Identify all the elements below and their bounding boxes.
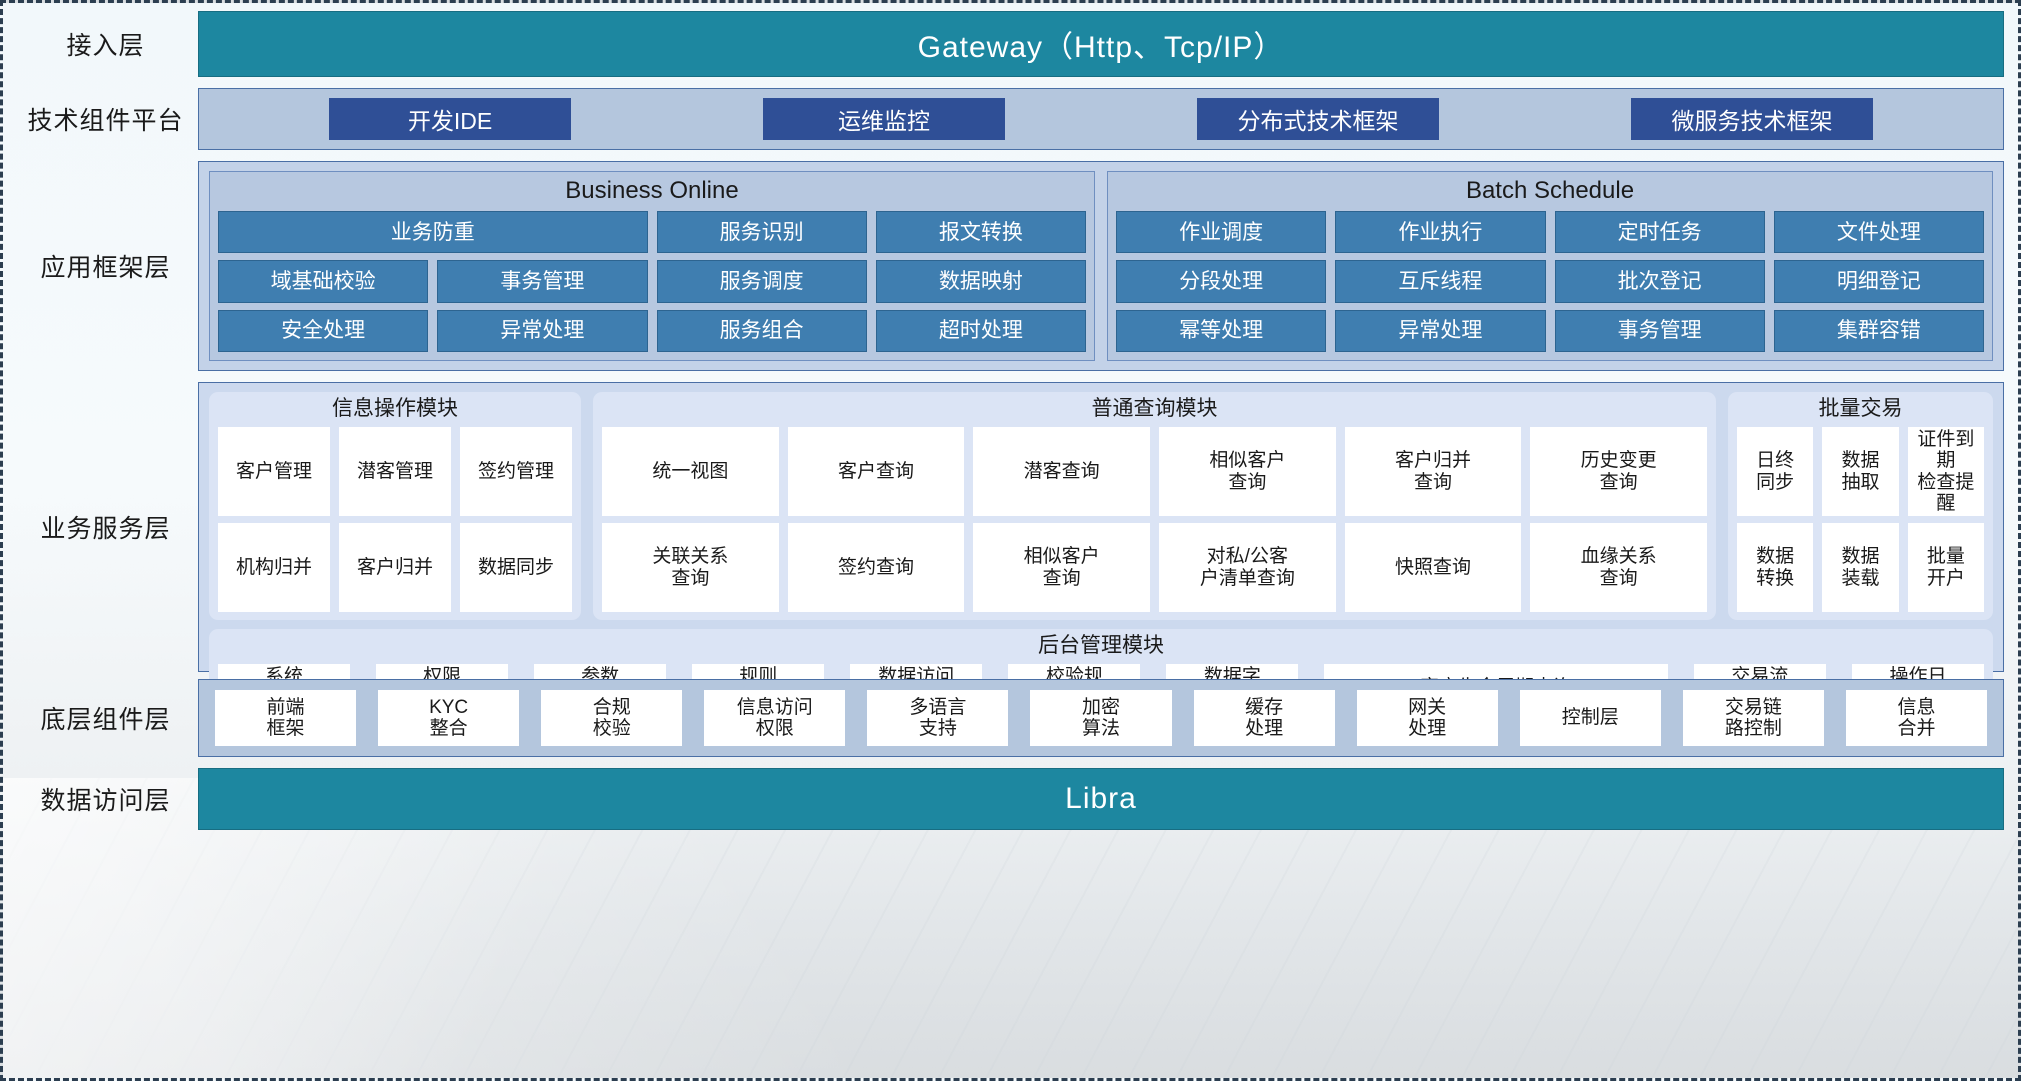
layer-business-service: 业务服务层 信息操作模块 客户管理 潜客管理 签约管理 机构归并 客户归并 数据… (13, 382, 2004, 719)
app-chip-bo-2[interactable]: 报文转换 (875, 211, 1086, 254)
app-chip-bs-11[interactable]: 集群容错 (1773, 309, 1984, 352)
app-chip-bo-6[interactable]: 数据映射 (875, 260, 1086, 303)
layer-label-bottom-component: 底层组件层 (40, 706, 171, 734)
app-chip-bo-7[interactable]: 安全处理 (218, 309, 429, 352)
component-chip-9[interactable]: 交易链路控制 (1682, 690, 1824, 746)
layer-label-business-service: 业务服务层 (40, 515, 171, 543)
service-chip-query-5[interactable]: 历史变更查询 (1530, 427, 1707, 517)
layer-tech-platform: 技术组件平台 开发IDE 运维监控 分布式技术框架 微服务技术框架 (13, 88, 2004, 150)
service-chip-batch-3[interactable]: 数据转换 (1737, 523, 1814, 613)
service-chip-batch-1[interactable]: 数据抽取 (1822, 427, 1899, 517)
component-chip-10[interactable]: 信息合并 (1845, 690, 1987, 746)
service-chip-info-1[interactable]: 潜客管理 (339, 427, 451, 517)
application-framework-panel: Business Online 业务防重 服务识别 报文转换 域基础校验 事务管… (198, 161, 2004, 371)
service-chip-batch-5[interactable]: 批量开户 (1907, 523, 1984, 613)
app-chip-bo-8[interactable]: 异常处理 (437, 309, 648, 352)
app-chip-bs-1[interactable]: 作业执行 (1335, 211, 1546, 254)
app-chip-bs-4[interactable]: 分段处理 (1116, 260, 1327, 303)
service-card-title-admin-module: 后台管理模块 (1038, 634, 1164, 658)
app-chip-bs-6[interactable]: 批次登记 (1554, 260, 1765, 303)
service-chip-query-3[interactable]: 相似客户查询 (1159, 427, 1336, 517)
service-chip-query-9[interactable]: 对私/公客户清单查询 (1159, 523, 1336, 613)
app-chip-bo-4[interactable]: 事务管理 (437, 260, 648, 303)
layer-label-application-framework: 应用框架层 (40, 254, 171, 282)
libra-bar[interactable]: Libra (198, 768, 2004, 830)
service-chip-query-1[interactable]: 客户查询 (787, 427, 965, 517)
app-grid-batch-schedule: 作业调度 作业执行 定时任务 文件处理 分段处理 互斥线程 批次登记 明细登记 … (1116, 211, 1984, 352)
app-chip-bs-10[interactable]: 事务管理 (1554, 309, 1765, 352)
app-group-title-business-online: Business Online (565, 177, 739, 204)
tech-platform-panel: 开发IDE 运维监控 分布式技术框架 微服务技术框架 (198, 88, 2004, 150)
app-group-business-online: Business Online 业务防重 服务识别 报文转换 域基础校验 事务管… (209, 171, 1095, 361)
service-chip-query-8[interactable]: 相似客户查询 (973, 523, 1150, 613)
component-chip-3[interactable]: 信息访问权限 (704, 690, 846, 746)
tech-chip-ops-monitoring[interactable]: 运维监控 (763, 98, 1005, 140)
layer-access: 接入层 Gateway（Http、Tcp/IP） (13, 11, 2004, 77)
component-chip-8[interactable]: 控制层 (1519, 690, 1661, 746)
gateway-bar[interactable]: Gateway（Http、Tcp/IP） (198, 11, 2004, 77)
tech-chip-dev-ide[interactable]: 开发IDE (329, 98, 571, 140)
service-chip-batch-2[interactable]: 证件到期检查提醒 (1907, 427, 1984, 517)
service-chip-info-2[interactable]: 签约管理 (460, 427, 572, 517)
component-chip-0[interactable]: 前端框架 (215, 690, 357, 746)
component-chip-5[interactable]: 加密算法 (1030, 690, 1172, 746)
app-group-title-batch-schedule: Batch Schedule (1465, 177, 1635, 204)
component-chip-2[interactable]: 合规校验 (541, 690, 683, 746)
service-grid-common-query: 统一视图 客户查询 潜客查询 相似客户查询 客户归并查询 历史变更查询 关联关系… (602, 427, 1707, 613)
service-chip-batch-0[interactable]: 日终同步 (1737, 427, 1814, 517)
component-chip-7[interactable]: 网关处理 (1356, 690, 1498, 746)
service-chip-query-0[interactable]: 统一视图 (602, 427, 779, 517)
service-chip-info-0[interactable]: 客户管理 (218, 427, 330, 517)
component-chip-6[interactable]: 缓存处理 (1193, 690, 1335, 746)
service-chip-info-5[interactable]: 数据同步 (460, 523, 572, 613)
app-chip-bo-9[interactable]: 服务组合 (656, 309, 867, 352)
service-card-batch-transaction: 批量交易 日终同步 数据抽取 证件到期检查提醒 数据转换 数据装载 批量开户 (1728, 392, 1993, 621)
app-chip-bs-8[interactable]: 幂等处理 (1116, 309, 1327, 352)
app-chip-bo-3[interactable]: 域基础校验 (218, 260, 429, 303)
app-chip-bs-2[interactable]: 定时任务 (1554, 211, 1765, 254)
app-chip-bo-0[interactable]: 业务防重 (218, 211, 648, 254)
app-chip-bs-3[interactable]: 文件处理 (1773, 211, 1984, 254)
app-chip-bo-1[interactable]: 服务识别 (656, 211, 867, 254)
service-chip-info-3[interactable]: 机构归并 (218, 523, 330, 613)
app-chip-bo-10[interactable]: 超时处理 (875, 309, 1086, 352)
layer-application-framework: 应用框架层 Business Online 业务防重 服务识别 报文转换 域基础… (13, 161, 2004, 371)
service-chip-query-4[interactable]: 客户归并查询 (1344, 427, 1522, 517)
service-chip-query-6[interactable]: 关联关系查询 (602, 523, 779, 613)
service-card-common-query: 普通查询模块 统一视图 客户查询 潜客查询 相似客户查询 客户归并查询 历史变更… (593, 392, 1716, 621)
service-grid-info-operations: 客户管理 潜客管理 签约管理 机构归并 客户归并 数据同步 (218, 427, 572, 613)
layer-label-data-access: 数据访问层 (40, 787, 171, 815)
app-chip-bs-7[interactable]: 明细登记 (1773, 260, 1984, 303)
service-card-info-operations: 信息操作模块 客户管理 潜客管理 签约管理 机构归并 客户归并 数据同步 (209, 392, 581, 621)
layer-label-tech-platform: 技术组件平台 (27, 107, 184, 135)
service-chip-query-10[interactable]: 快照查询 (1344, 523, 1522, 613)
service-card-title-info-operations: 信息操作模块 (332, 397, 458, 420)
app-chip-bo-5[interactable]: 服务调度 (656, 260, 867, 303)
layer-label-access: 接入层 (66, 32, 145, 60)
app-grid-business-online: 业务防重 服务识别 报文转换 域基础校验 事务管理 服务调度 数据映射 安全处理… (218, 211, 1086, 352)
service-card-title-batch-transaction: 批量交易 (1818, 397, 1903, 420)
app-group-batch-schedule: Batch Schedule 作业调度 作业执行 定时任务 文件处理 分段处理 … (1107, 171, 1993, 361)
tech-chip-distributed-framework[interactable]: 分布式技术框架 (1197, 98, 1439, 140)
service-chip-info-4[interactable]: 客户归并 (339, 523, 451, 613)
tech-chip-microservice-framework[interactable]: 微服务技术框架 (1631, 98, 1873, 140)
service-card-title-common-query: 普通查询模块 (1091, 397, 1218, 420)
app-chip-bs-5[interactable]: 互斥线程 (1335, 260, 1546, 303)
service-grid-batch-transaction: 日终同步 数据抽取 证件到期检查提醒 数据转换 数据装载 批量开户 (1737, 427, 1984, 613)
service-chip-batch-4[interactable]: 数据装载 (1822, 523, 1899, 613)
service-chip-query-11[interactable]: 血缘关系查询 (1530, 523, 1707, 613)
app-chip-bs-0[interactable]: 作业调度 (1116, 211, 1327, 254)
component-chip-4[interactable]: 多语言支持 (867, 690, 1009, 746)
service-chip-query-7[interactable]: 签约查询 (787, 523, 965, 613)
layer-data-access: 数据访问层 Libra (13, 768, 2004, 830)
business-service-panel: 信息操作模块 客户管理 潜客管理 签约管理 机构归并 客户归并 数据同步 普通查… (198, 382, 2004, 719)
service-chip-query-2[interactable]: 潜客查询 (973, 427, 1150, 517)
app-chip-bs-9[interactable]: 异常处理 (1335, 309, 1546, 352)
